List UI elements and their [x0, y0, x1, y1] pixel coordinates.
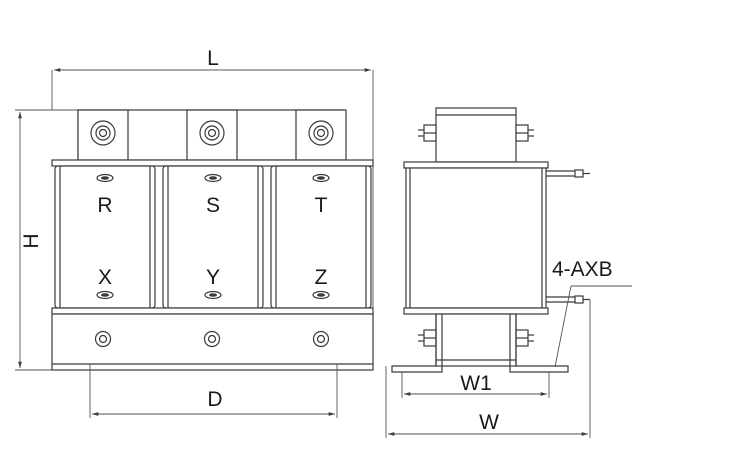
- mounting-foot-right: [509, 314, 569, 373]
- lead-eye-icon: [96, 173, 114, 183]
- length-label: L: [207, 47, 219, 70]
- front-view: L H: [15, 47, 374, 418]
- lead-eye-icon: [204, 173, 222, 183]
- phase-label-y: Y: [206, 266, 220, 289]
- side-coil: [405, 167, 547, 309]
- side-top-clamp: [435, 107, 517, 163]
- terminal-block-s: [186, 109, 238, 161]
- mounting-holes-label: 4-AXB: [552, 258, 613, 281]
- phase-label-z: Z: [315, 266, 328, 289]
- height-label: H: [20, 233, 43, 248]
- phase-label-x: X: [98, 266, 112, 289]
- mount-spacing-label: D: [207, 388, 222, 411]
- lead-eye-icon: [312, 290, 330, 300]
- mounting-hole-leader: [554, 285, 572, 368]
- terminal-block-r: [77, 109, 129, 161]
- phase-label-s: S: [206, 194, 220, 217]
- side-bolt-icon: [418, 329, 437, 347]
- side-bolt-icon: [515, 329, 534, 347]
- bolt-icon: [203, 330, 221, 348]
- terminal-block-t: [295, 109, 347, 161]
- side-view: W1 W 4-AXB: [385, 107, 632, 438]
- terminal-screw-icon: [308, 120, 334, 146]
- lead-eye-icon: [204, 290, 222, 300]
- phase-label-t: T: [315, 194, 328, 217]
- side-bottom-clamp: [435, 313, 517, 367]
- side-bolt-icon: [418, 124, 437, 142]
- terminal-screw-icon: [90, 120, 116, 146]
- bolt-icon: [312, 330, 330, 348]
- lead-eye-icon: [96, 290, 114, 300]
- coil-left: [54, 165, 156, 309]
- side-bolt-icon: [515, 124, 534, 142]
- lead-eye-icon: [312, 173, 330, 183]
- terminal-screw-icon: [199, 120, 225, 146]
- width-label: W: [479, 411, 499, 434]
- bolt-icon: [94, 330, 112, 348]
- mounting-foot-left: [391, 314, 443, 373]
- phase-label-r: R: [97, 194, 112, 217]
- coil-right: [270, 165, 372, 309]
- lead-wire-icon: [546, 169, 590, 178]
- width-inner-label: W1: [460, 372, 492, 395]
- lead-wire-icon: [546, 295, 590, 304]
